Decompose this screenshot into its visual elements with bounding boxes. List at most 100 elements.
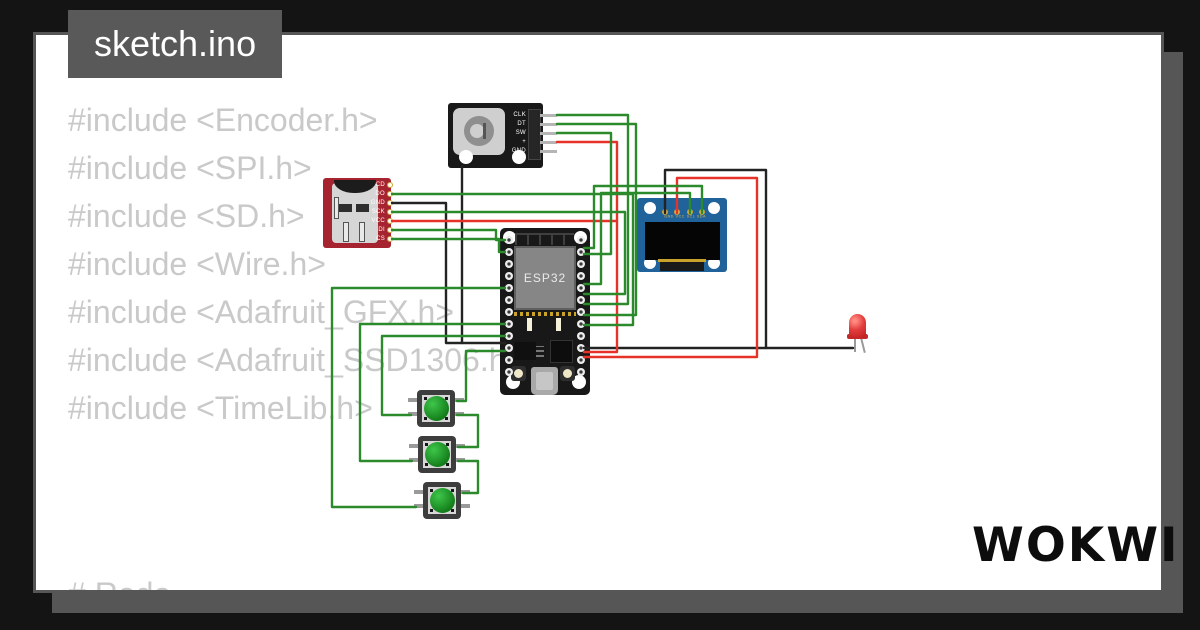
button-dot xyxy=(445,417,448,420)
header-pin xyxy=(577,320,585,328)
oled-pin-labels: GND VCC SCL SDA xyxy=(664,215,707,219)
header-pin xyxy=(577,284,585,292)
sd-slot xyxy=(343,222,349,242)
led-leg xyxy=(860,337,866,354)
button-cap[interactable] xyxy=(430,488,455,513)
sd-pad xyxy=(339,204,352,212)
header-pin xyxy=(505,332,513,340)
code-line: #include <SD.h> xyxy=(68,198,305,234)
encoder-pin-metal xyxy=(540,123,557,126)
capacitor xyxy=(556,318,561,331)
sd-pin-pad xyxy=(387,236,393,242)
esp32-chip-label: ESP32 xyxy=(523,271,567,285)
button-dot xyxy=(425,463,428,466)
sd-pin-pad xyxy=(387,209,393,215)
button-leg xyxy=(409,444,418,448)
header-pin xyxy=(505,344,513,352)
pin-label: SCK xyxy=(371,209,385,215)
button-leg xyxy=(414,490,423,494)
button-dot xyxy=(451,509,454,512)
sd-pad xyxy=(356,204,369,212)
regulator-legs xyxy=(536,346,544,357)
button-leg xyxy=(456,458,465,462)
capacitor xyxy=(527,318,532,331)
rotary-encoder[interactable]: CLK DT SW + GND xyxy=(448,103,558,168)
button-cap[interactable] xyxy=(424,396,449,421)
button-leg xyxy=(409,458,418,462)
pin-label: VCC xyxy=(371,218,385,224)
pin-label: DO xyxy=(375,191,385,197)
mounting-hole xyxy=(644,202,656,214)
button-leg xyxy=(461,504,470,508)
code-line: #include <Wire.h> xyxy=(68,246,326,282)
header-pin xyxy=(505,260,513,268)
mounting-hole xyxy=(572,375,586,389)
voltage-regulator xyxy=(514,342,536,360)
sd-pin-pad xyxy=(387,227,393,233)
header-pin xyxy=(577,308,585,316)
sd-card-top xyxy=(334,180,376,193)
sd-pin-pad xyxy=(387,218,393,224)
red-led[interactable] xyxy=(845,310,873,355)
button-dot xyxy=(446,463,449,466)
button-leg xyxy=(455,412,464,416)
encoder-header xyxy=(528,109,541,160)
pin-label: DT xyxy=(517,121,526,127)
header-pin xyxy=(577,332,585,340)
header-pin xyxy=(505,284,513,292)
header-pin xyxy=(577,344,585,352)
header-pin xyxy=(505,308,513,316)
header-pin xyxy=(577,248,585,256)
oled-screen xyxy=(645,222,720,260)
pin-label: CD xyxy=(375,182,385,188)
oled-connector xyxy=(660,262,704,271)
file-title: sketch.ino xyxy=(68,10,283,78)
sd-pin-pad xyxy=(387,182,393,188)
button-leg xyxy=(408,412,417,416)
oled-display[interactable]: GND VCC SCL SDA xyxy=(637,198,727,272)
encoder-pin-metal xyxy=(540,132,557,135)
button-leg xyxy=(414,504,423,508)
code-line: #include <SPI.h> xyxy=(68,150,312,186)
esp32-gold-pads xyxy=(514,312,576,316)
code-line: #include <Adafruit_GFX.h> xyxy=(68,294,455,330)
header-pin xyxy=(577,236,585,244)
header-pin xyxy=(505,236,513,244)
encoder-pin-labels: CLK DT SW + GND xyxy=(496,111,526,156)
en-button-cap xyxy=(514,369,523,378)
pin-label: CS xyxy=(376,236,385,242)
header-pin xyxy=(505,320,513,328)
header-pin xyxy=(505,368,513,376)
usb-connector-inner xyxy=(536,372,553,390)
pin-label: GND xyxy=(370,200,385,206)
code-line: #include <TimeLib.h> xyxy=(68,390,373,426)
sd-pin-pad xyxy=(387,200,393,206)
header-pin xyxy=(577,260,585,268)
pushbutton-1[interactable] xyxy=(408,390,464,427)
header-pin xyxy=(505,356,513,364)
header-pin xyxy=(577,368,585,376)
button-cap[interactable] xyxy=(425,442,450,467)
microsd-module[interactable]: CD DO GND SCK VCC DI CS xyxy=(323,178,395,248)
button-leg xyxy=(455,398,464,402)
button-leg xyxy=(456,444,465,448)
sd-slot xyxy=(359,222,365,242)
header-pin xyxy=(577,272,585,280)
pushbutton-2[interactable] xyxy=(409,436,465,473)
pin-label: DI xyxy=(378,227,385,233)
mounting-hole xyxy=(512,150,526,164)
sd-card xyxy=(332,183,378,243)
pushbutton-3[interactable] xyxy=(414,482,470,519)
header-pin xyxy=(577,296,585,304)
button-dot xyxy=(430,509,433,512)
mounting-hole xyxy=(459,150,473,164)
wokwi-logo: WOKWI xyxy=(972,518,1180,573)
encoder-shaft xyxy=(470,124,484,138)
pin-label: CLK xyxy=(513,112,526,118)
header-pin xyxy=(505,248,513,256)
code-line: #include <Adafruit_SSD1306.h> xyxy=(68,342,526,378)
esp32-board[interactable]: ESP32 xyxy=(500,228,590,395)
header-pin xyxy=(577,356,585,364)
code-line: #include <Encoder.h> xyxy=(68,102,378,138)
